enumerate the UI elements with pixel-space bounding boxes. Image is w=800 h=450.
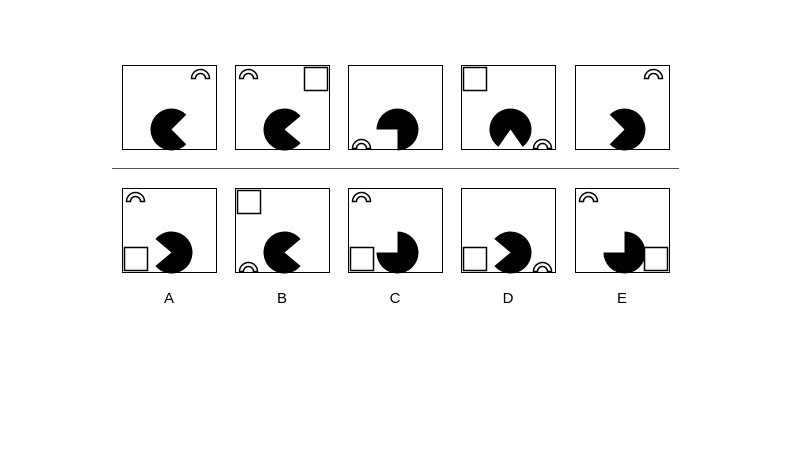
pie-shape (155, 231, 193, 274)
pie-shape (376, 108, 419, 151)
answer-option-e[interactable] (575, 188, 670, 274)
option-label-d: D (502, 290, 514, 307)
answer-option-a[interactable] (122, 188, 217, 274)
sequence-panel (461, 65, 556, 150)
half-ring-icon (578, 191, 599, 203)
half-ring-icon (643, 68, 664, 80)
answer-option-c[interactable] (348, 188, 443, 274)
option-label-c: C (389, 290, 401, 307)
option-label-a: A (163, 290, 174, 307)
half-ring-icon (532, 138, 553, 150)
half-ring-icon (351, 138, 372, 150)
square-icon (349, 246, 375, 272)
sequence-panel (575, 65, 670, 151)
square-icon (462, 246, 488, 272)
pie-shape (376, 231, 419, 274)
half-ring-icon (238, 261, 259, 273)
half-ring-icon (351, 191, 372, 203)
pie-shape (609, 108, 646, 151)
half-ring-icon (190, 68, 211, 80)
option-label-e: E (616, 290, 627, 307)
answer-options-row (122, 188, 670, 274)
square-icon (236, 189, 262, 215)
pie-shape (263, 231, 301, 274)
answer-option-d[interactable] (461, 188, 556, 274)
square-icon (643, 246, 669, 272)
option-label-b: B (276, 290, 287, 307)
pie-shape (489, 108, 532, 147)
sequence-panel (235, 65, 330, 151)
sequence-row (122, 65, 670, 151)
square-icon (462, 66, 488, 92)
half-ring-icon (125, 191, 146, 203)
pie-shape (603, 231, 646, 274)
sequence-panel (348, 65, 443, 151)
square-icon (303, 66, 329, 92)
panel-frame (348, 65, 443, 150)
sequence-panel (122, 65, 217, 151)
answer-option-b[interactable] (235, 188, 330, 274)
pie-shape (150, 108, 187, 151)
pie-shape (494, 231, 532, 274)
half-ring-icon (238, 68, 259, 80)
half-ring-icon (532, 261, 553, 273)
pie-shape (263, 108, 301, 151)
square-icon (123, 246, 149, 272)
